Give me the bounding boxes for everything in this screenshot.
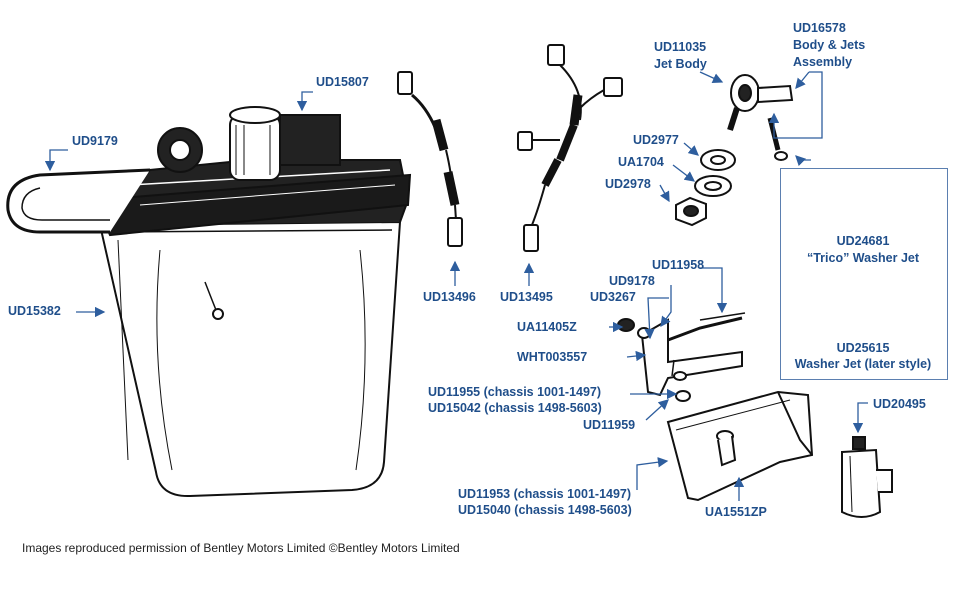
wire-harness-ud13496 (397, 71, 463, 247)
label-ud9179: UD9179 (72, 134, 118, 148)
washer-ud2977 (700, 149, 736, 171)
label-ua1551zp: UA1551ZP (705, 505, 767, 519)
wire-harness-ud13495 (517, 44, 623, 252)
label-ua11405z: UA11405Z (517, 320, 577, 334)
label-ua1704: UA1704 (618, 155, 664, 169)
label-ud11958: UD11958 (652, 258, 705, 272)
label-wht003557: WHT003557 (517, 350, 588, 364)
jet-body-assembly (727, 74, 794, 161)
label-jet-body: Jet Body (654, 57, 707, 71)
callout-arrows (44, 71, 868, 501)
label-ud9178: UD9178 (609, 274, 655, 288)
label-ud15807: UD15807 (316, 75, 369, 89)
label-trico: “Trico” Washer Jet (806, 251, 920, 265)
bracket-assembly (617, 312, 746, 402)
label-ud15382: UD15382 (8, 304, 61, 318)
label-ud11953: UD11953 (chassis 1001-1497) (458, 487, 632, 501)
label-ud16578: UD16578 (793, 21, 846, 35)
label-ud3267: UD3267 (590, 290, 636, 304)
label-ud24681: UD24681 (836, 234, 890, 248)
label-ud25615: UD25615 (836, 341, 890, 355)
label-assembly: Assembly (793, 55, 853, 69)
label-ud2977: UD2977 (633, 133, 679, 147)
washer-ua1704 (694, 175, 732, 197)
label-ud15042: UD15042 (chassis 1498-5603) (428, 401, 602, 415)
label-body-jets: Body & Jets (793, 38, 866, 52)
label-ud11955: UD11955 (chassis 1001-1497) (428, 385, 602, 399)
washer-jet-inset-box (780, 168, 948, 380)
pump-ud20495 (841, 436, 893, 518)
label-ud15040: UD15040 (chassis 1498-5603) (458, 503, 632, 517)
mounting-bracket (666, 390, 814, 502)
label-ud13495: UD13495 (500, 290, 553, 304)
nut-ud2978 (675, 196, 707, 227)
label-ud11959: UD11959 (583, 418, 636, 432)
washer-reservoir (6, 106, 412, 498)
label-ud11035: UD11035 (654, 40, 707, 54)
label-ud20495: UD20495 (873, 397, 926, 411)
label-ud2978: UD2978 (605, 177, 651, 191)
copyright-credit: Images reproduced permission of Bentley … (22, 541, 460, 555)
label-washer-later: Washer Jet (later style) (794, 357, 932, 371)
label-ud13496: UD13496 (423, 290, 476, 304)
